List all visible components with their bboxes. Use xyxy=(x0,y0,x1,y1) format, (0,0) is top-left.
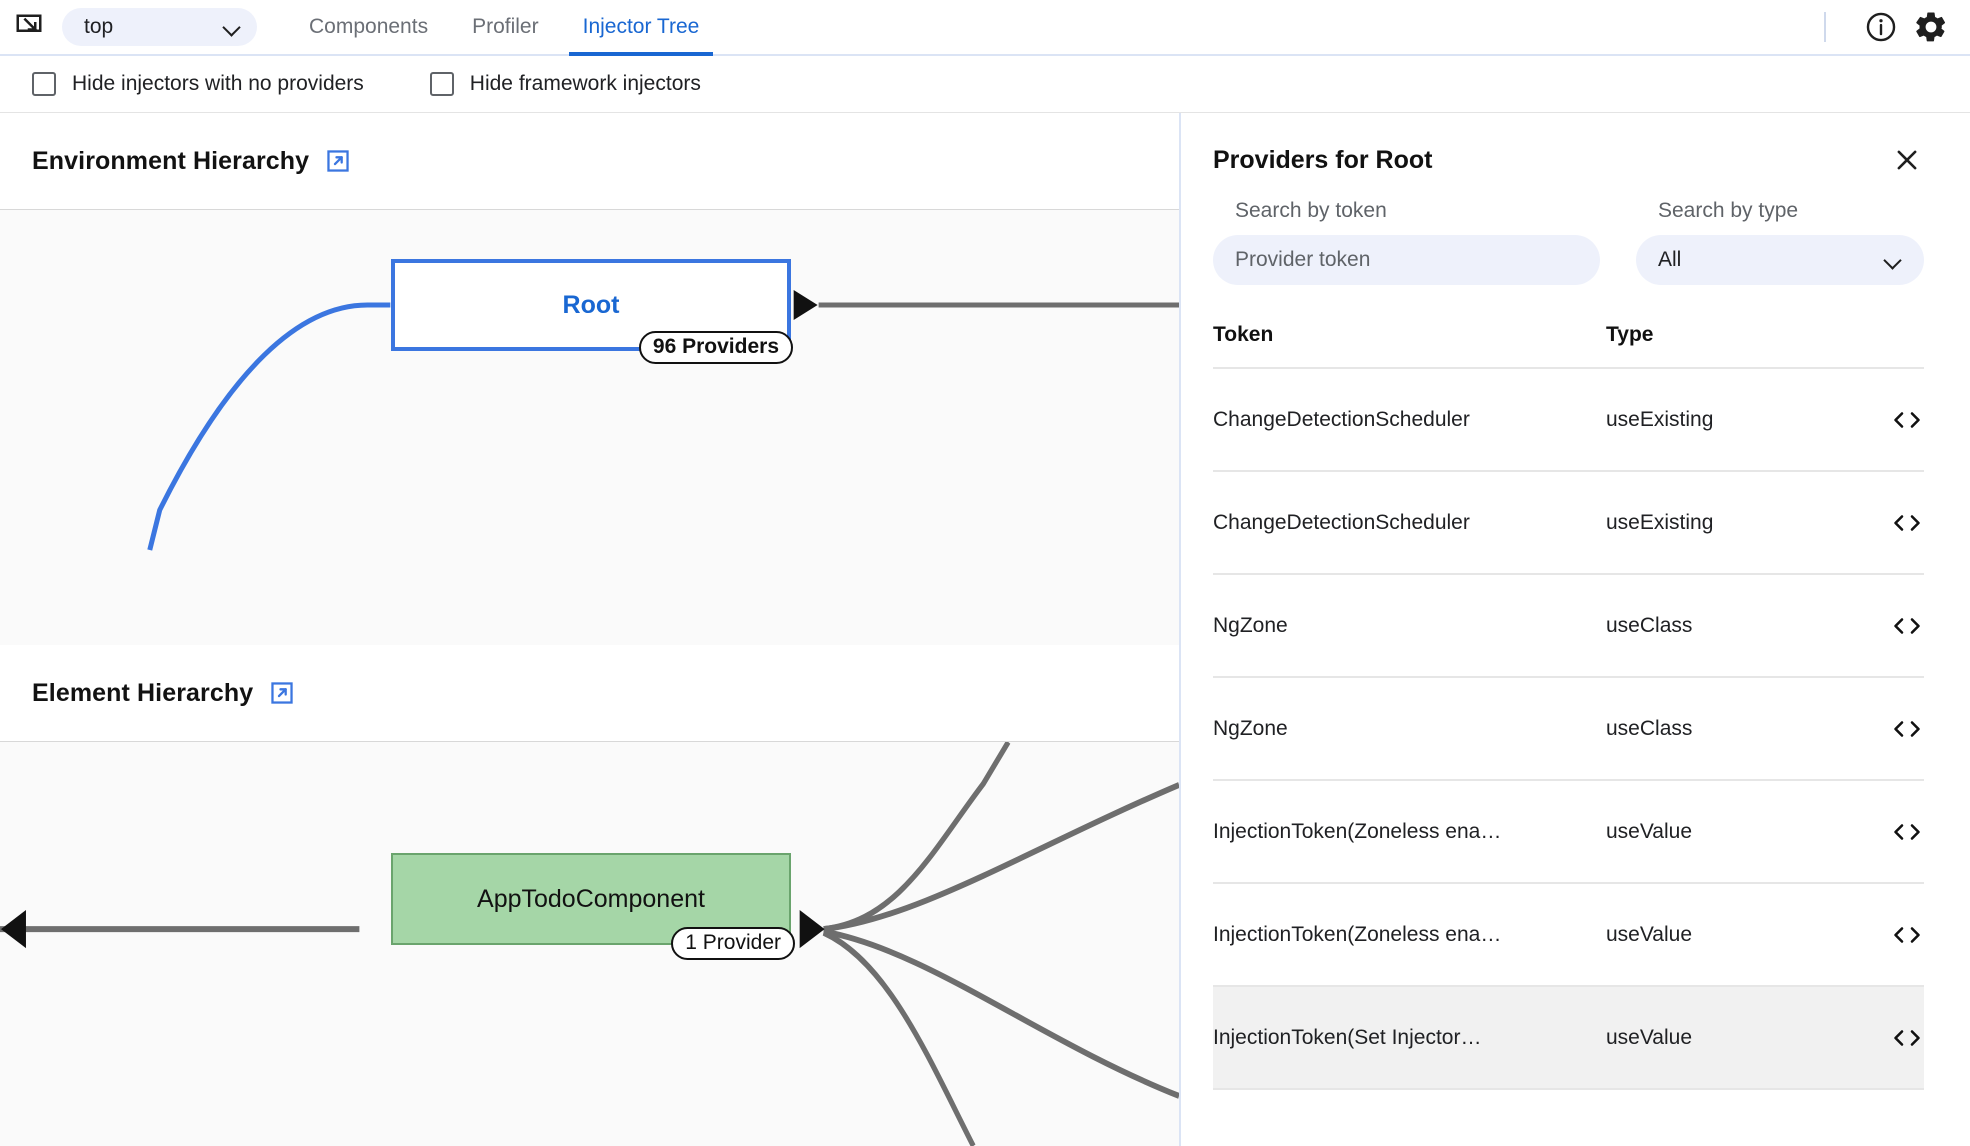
providers-table: Token Type ChangeDetectionScheduler useE… xyxy=(1181,323,1970,1146)
row-type: useValue xyxy=(1606,819,1693,843)
column-header-type: Type xyxy=(1606,323,1654,346)
checkbox-box xyxy=(429,72,454,96)
environment-graph[interactable]: Root 96 Providers xyxy=(0,210,1179,645)
injector-node-root[interactable]: Root 96 Providers xyxy=(391,259,793,364)
table-row[interactable]: InjectionToken(Zoneless ena… useValue xyxy=(1213,884,1924,987)
column-header-actions xyxy=(1864,323,1924,347)
injector-node-apptodocomponent-label: AppTodoComponent xyxy=(477,884,705,913)
checkbox-box xyxy=(32,72,56,96)
main-content: Environment Hierarchy xyxy=(0,113,1970,1146)
search-type-value: All xyxy=(1658,248,1682,271)
row-token: NgZone xyxy=(1213,716,1288,740)
providers-panel-header: Providers for Root xyxy=(1181,113,1970,177)
search-by-type-group: Search by type All xyxy=(1636,199,1924,285)
external-link-icon[interactable] xyxy=(325,148,351,174)
column-header-token: Token xyxy=(1213,323,1274,346)
environment-hierarchy-section: Environment Hierarchy xyxy=(0,113,1179,645)
code-icon[interactable] xyxy=(1864,1026,1924,1050)
injector-node-apptodocomponent[interactable]: AppTodoComponent 1 Provider xyxy=(391,853,795,960)
element-hierarchy-header: Element Hierarchy xyxy=(0,645,1179,742)
row-type: useClass xyxy=(1606,613,1693,637)
frame-selector-value: top xyxy=(84,15,114,38)
row-type: useExisting xyxy=(1606,510,1714,534)
code-icon[interactable] xyxy=(1864,820,1924,844)
row-token: InjectionToken(Zoneless ena… xyxy=(1213,819,1502,843)
tab-injector-tree-label: Injector Tree xyxy=(582,15,700,38)
code-icon[interactable] xyxy=(1864,511,1924,535)
gear-icon[interactable] xyxy=(1910,6,1952,48)
table-row[interactable]: InjectionToken(Zoneless ena… useValue xyxy=(1213,781,1924,884)
hide-empty-injectors-label: Hide injectors with no providers xyxy=(72,72,364,95)
info-icon[interactable] xyxy=(1860,6,1902,48)
element-hierarchy-section: Element Hierarchy xyxy=(0,645,1179,1146)
tab-profiler-label: Profiler xyxy=(472,15,539,38)
top-toolbar: top Components Profiler Injector Tree xyxy=(0,0,1970,56)
chevron-down-icon xyxy=(1884,250,1904,270)
tab-bar: Components Profiler Injector Tree xyxy=(287,0,722,56)
search-by-token-group: Search by token Provider token xyxy=(1213,199,1600,285)
row-token: ChangeDetectionScheduler xyxy=(1213,510,1470,534)
row-type: useExisting xyxy=(1606,407,1714,431)
environment-graph-edges xyxy=(147,290,1179,551)
providers-panel-title: Providers for Root xyxy=(1213,145,1433,174)
search-by-type-label: Search by type xyxy=(1658,199,1799,222)
table-row[interactable]: ChangeDetectionScheduler useExisting xyxy=(1213,369,1924,472)
code-icon[interactable] xyxy=(1864,408,1924,432)
table-row[interactable]: NgZone useClass xyxy=(1213,575,1924,678)
filter-row: Hide injectors with no providers Hide fr… xyxy=(0,56,1970,113)
search-token-placeholder: Provider token xyxy=(1235,248,1371,271)
table-row[interactable]: InjectionToken(Set Injector… useValue xyxy=(1213,987,1924,1090)
element-graph[interactable]: AppTodoComponent 1 Provider xyxy=(0,742,1179,1146)
providers-search-row: Search by token Provider token Search by… xyxy=(1181,177,1970,285)
environment-hierarchy-header: Environment Hierarchy xyxy=(0,113,1179,210)
element-hierarchy-title: Element Hierarchy xyxy=(32,678,254,707)
tab-components-label: Components xyxy=(309,15,429,38)
row-token: InjectionToken(Set Injector… xyxy=(1213,1025,1482,1049)
tab-components[interactable]: Components xyxy=(287,0,450,54)
element-graph-edges xyxy=(0,742,1179,1146)
providers-table-body: ChangeDetectionScheduler useExisting Cha… xyxy=(1213,369,1924,1090)
environment-hierarchy-title: Environment Hierarchy xyxy=(32,146,310,175)
row-token: InjectionToken(Zoneless ena… xyxy=(1213,922,1502,946)
hide-framework-injectors-label: Hide framework injectors xyxy=(469,72,701,95)
chevron-down-icon xyxy=(223,17,243,37)
row-token: NgZone xyxy=(1213,613,1288,637)
toolbar-divider xyxy=(1824,12,1826,42)
hide-framework-injectors-checkbox[interactable]: Hide framework injectors xyxy=(429,72,701,96)
table-row[interactable]: ChangeDetectionScheduler useExisting xyxy=(1213,472,1924,575)
search-by-token-label: Search by token xyxy=(1235,199,1387,222)
code-icon[interactable] xyxy=(1864,717,1924,741)
search-type-select[interactable]: All xyxy=(1636,235,1924,285)
code-icon[interactable] xyxy=(1864,614,1924,638)
row-type: useClass xyxy=(1606,716,1693,740)
providers-table-header: Token Type xyxy=(1213,323,1924,369)
injector-node-root-badge: 96 Providers xyxy=(638,331,793,364)
hide-empty-injectors-checkbox[interactable]: Hide injectors with no providers xyxy=(32,72,364,96)
injector-node-root-label: Root xyxy=(562,290,620,319)
table-row[interactable]: NgZone useClass xyxy=(1213,678,1924,781)
hierarchy-pane: Environment Hierarchy xyxy=(0,113,1181,1146)
frame-selector[interactable]: top xyxy=(62,8,257,46)
tab-injector-tree[interactable]: Injector Tree xyxy=(561,0,722,56)
row-token: ChangeDetectionScheduler xyxy=(1213,407,1470,431)
providers-panel: Providers for Root Search by token Provi… xyxy=(1181,113,1970,1146)
external-link-icon[interactable] xyxy=(269,680,295,706)
close-icon[interactable] xyxy=(1890,143,1924,177)
row-type: useValue xyxy=(1606,1025,1693,1049)
row-type: useValue xyxy=(1606,922,1693,946)
select-element-icon[interactable] xyxy=(14,12,44,42)
toolbar-actions xyxy=(1824,0,1952,54)
injector-node-apptodocomponent-badge: 1 Provider xyxy=(671,927,795,960)
code-icon[interactable] xyxy=(1864,923,1924,947)
search-token-input[interactable]: Provider token xyxy=(1213,235,1600,285)
tab-profiler[interactable]: Profiler xyxy=(450,0,561,54)
